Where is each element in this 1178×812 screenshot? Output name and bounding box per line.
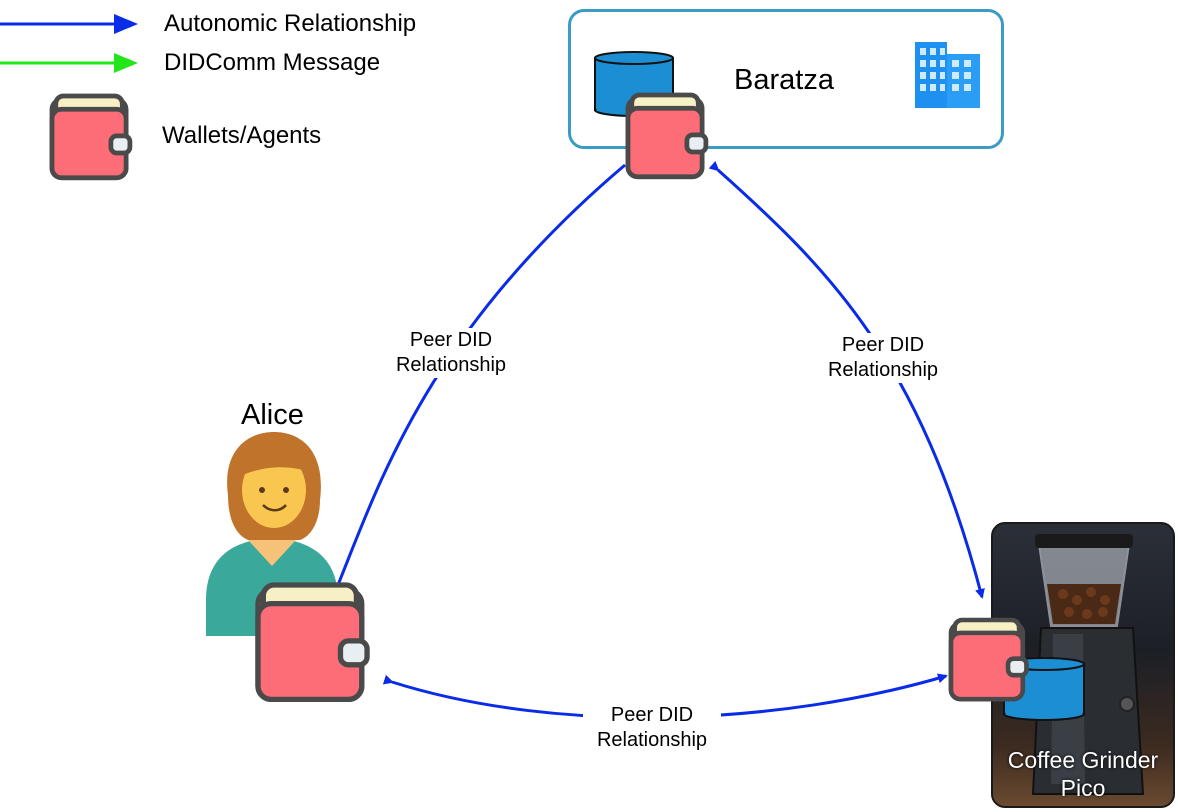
legend-autonomic-arrow <box>0 14 138 34</box>
legend-didcomm-label: DIDComm Message <box>164 49 381 76</box>
legend-didcomm-arrow <box>0 53 138 73</box>
edge-label-bottom: Peer DID Relationship <box>583 703 721 753</box>
legend-autonomic-label: Autonomic Relationship <box>164 10 417 37</box>
edge-label-right: Peer DID Relationship <box>814 333 952 383</box>
baratza-label: Baratza <box>734 64 834 96</box>
grinder-caption-line1: Coffee Grinder Pico <box>1007 747 1159 801</box>
legend-wallets-label: Wallets/Agents <box>162 122 322 149</box>
legend-wallet-icon <box>52 96 130 178</box>
edge-alice-baratza <box>336 163 626 586</box>
coffee-grinder-photo: Coffee Grinder Pico <box>991 522 1175 808</box>
edge-baratza-grinder <box>708 160 985 599</box>
edge-label-left: Peer DID Relationship <box>382 328 520 378</box>
alice-label: Alice <box>241 399 304 431</box>
